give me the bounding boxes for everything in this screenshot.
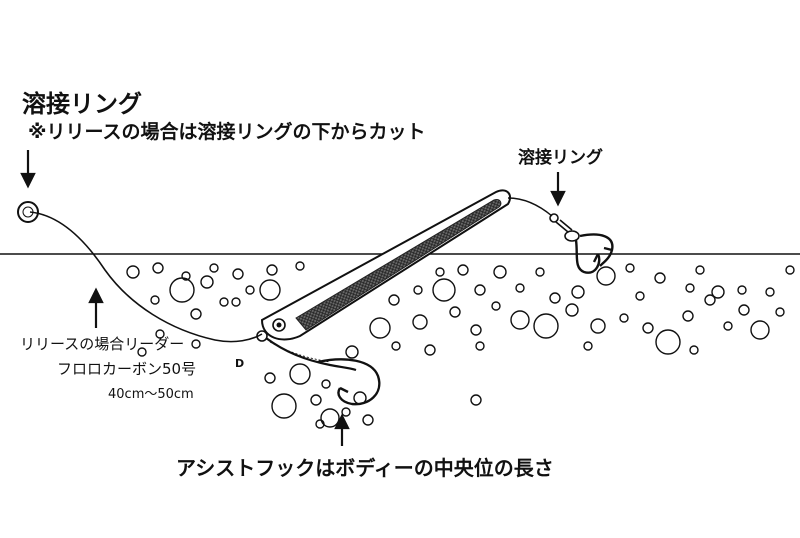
bubble-icon (449, 306, 461, 318)
bubble-icon (245, 285, 255, 295)
bubble-icon (689, 345, 699, 355)
up-arrow-assist-icon (334, 413, 350, 446)
bubble-icon (515, 283, 525, 293)
bubble-icon (271, 393, 297, 419)
bubble-icon (200, 275, 214, 289)
bubble-icon (535, 267, 545, 277)
bubble-icon (510, 310, 530, 330)
bubble-icon (126, 265, 140, 279)
front-ring-icon (256, 330, 268, 342)
bubble-icon (190, 308, 202, 320)
bubble-icon (295, 261, 305, 271)
bubble-icon (152, 262, 164, 274)
bubble-icon (181, 271, 191, 281)
point-d-label: D (235, 357, 245, 370)
bubble-icon (424, 344, 436, 356)
bubble-icon (474, 284, 486, 296)
bubble-icon (590, 318, 606, 334)
bubble-icon (432, 278, 456, 302)
bubble-icon (738, 304, 750, 316)
bubble-icon (266, 264, 278, 276)
weld-ring-right-label: 溶接リング (518, 148, 603, 168)
release-leader-label: リリースの場合リーダー (20, 335, 185, 353)
bubble-icon (219, 297, 229, 307)
leader-length-label: 40cm～50cm (108, 387, 194, 402)
down-arrow-icon (20, 150, 36, 189)
bubble-icon (388, 294, 400, 306)
bubble-icon (704, 294, 716, 306)
down-arrow-right-icon (550, 172, 566, 207)
bubble-icon (191, 339, 201, 349)
bubble-icon (654, 272, 666, 284)
weld-ring-release-note: ※リリースの場合は溶接リングの下からカット (28, 121, 426, 143)
bubble-icon (470, 324, 482, 336)
bubble-icon (369, 317, 391, 339)
tail-line (507, 197, 553, 217)
bubble-icon (259, 279, 281, 301)
bubble-icon (435, 267, 445, 277)
bubble-icon (493, 265, 507, 279)
bubble-icon (642, 322, 654, 334)
bubble-icon (412, 314, 428, 330)
bubble-icon (685, 283, 695, 293)
bubble-icon (775, 307, 785, 317)
bubble-icon (362, 414, 374, 426)
weld-ring-icon (17, 201, 39, 223)
assist-hook-icon (317, 358, 381, 406)
bubble-icon (231, 297, 241, 307)
bubble-icon (596, 266, 616, 286)
jig-lure-body (260, 189, 512, 341)
bubble-icon (320, 408, 340, 428)
bubble-icon (750, 320, 770, 340)
bubble-icon (345, 345, 359, 359)
weld-ring-title: 溶接リング (22, 90, 142, 118)
bubble-icon (765, 287, 775, 297)
bubble-icon (695, 265, 705, 275)
bubble-icon (310, 394, 322, 406)
bubble-icon (475, 341, 485, 351)
bubble-icon (391, 341, 401, 351)
bubble-icon (723, 321, 733, 331)
bubble-icon (232, 268, 244, 280)
bubble-icon (655, 329, 681, 355)
bubble-icon (625, 263, 635, 273)
bubble-icon (137, 347, 147, 357)
bubble-icon (583, 341, 593, 351)
bubble-icon (619, 313, 629, 323)
bubble-icon (682, 310, 694, 322)
bubble-icon (533, 313, 559, 339)
fluorocarbon-label: フロロカーボン50号 (57, 360, 197, 378)
up-arrow-icon (88, 287, 104, 328)
assist-line (265, 337, 357, 372)
bubble-icon (571, 285, 585, 299)
bubble-icon (315, 419, 325, 429)
bubble-icon (491, 301, 501, 311)
bubble-icon (341, 407, 351, 417)
bubble-icon (549, 292, 561, 304)
bubble-icon (737, 285, 747, 295)
tail-hook-icon (574, 233, 614, 274)
bubble-icon (565, 303, 579, 317)
bubble-icon (457, 264, 469, 276)
assist-hook-note: アシストフックはボディーの中央位の長さ (176, 456, 554, 480)
bubble-icon (413, 285, 423, 295)
bubble-icon (209, 263, 219, 273)
bubbles (126, 261, 795, 429)
bubble-icon (169, 277, 195, 303)
bubble-icon (289, 363, 311, 385)
release-leader-line (29, 211, 263, 343)
bubble-icon (264, 372, 276, 384)
bubble-icon (785, 265, 795, 275)
bubble-icon (711, 285, 725, 299)
bubble-icon (635, 291, 645, 301)
bubble-icon (470, 394, 482, 406)
bubble-icon (155, 329, 165, 339)
bubble-icon (321, 379, 331, 389)
tail-weld-ring-icon (549, 213, 580, 242)
bubble-icon (150, 295, 160, 305)
